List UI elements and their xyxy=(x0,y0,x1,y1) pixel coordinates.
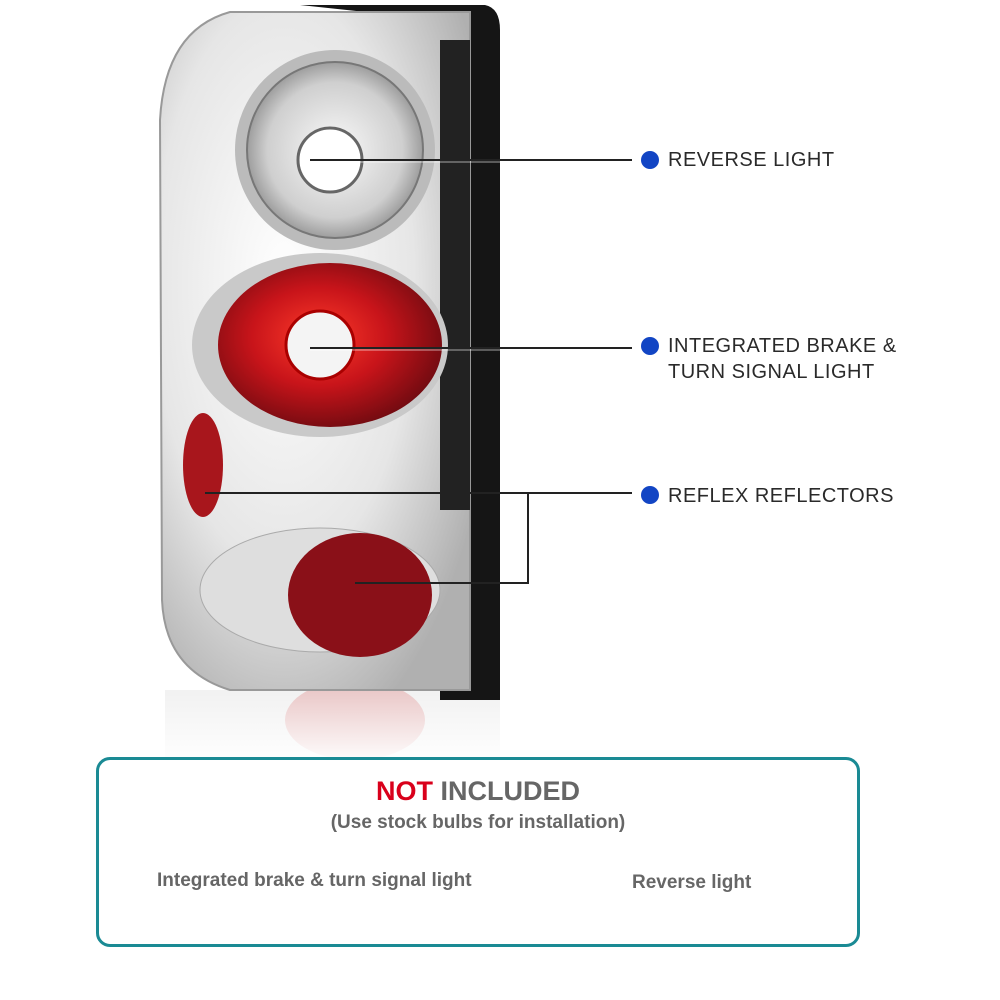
notice-item-reverse: Reverse light xyxy=(632,872,752,893)
not-included-notice: NOT INCLUDED (Use stock bulbs for instal… xyxy=(96,757,860,947)
notice-item-brake-turn: Integrated brake & turn signal light xyxy=(157,870,472,891)
callout-reverse-light: REVERSE LIGHT xyxy=(668,149,835,171)
callout-line-1: INTEGRATED BRAKE & xyxy=(668,335,897,357)
callout-dot xyxy=(641,337,659,355)
lower-reflector xyxy=(288,533,432,657)
notice-subtitle: (Use stock bulbs for installation) xyxy=(330,812,626,833)
side-reflector xyxy=(183,413,223,517)
notice-title-rest: INCLUDED xyxy=(440,776,581,806)
callout-brake-turn-light: INTEGRATED BRAKE & TURN SIGNAL LIGHT xyxy=(668,333,897,385)
callout-dot xyxy=(641,151,659,169)
notice-title: NOT INCLUDED xyxy=(99,776,857,807)
callout-lines xyxy=(205,159,632,584)
callout-reflex-reflectors: REFLEX REFLECTORS xyxy=(668,485,894,507)
notice-title-highlight: NOT xyxy=(375,776,433,806)
callout-line-2: TURN SIGNAL LIGHT xyxy=(668,361,875,383)
callout-dot xyxy=(641,486,659,504)
